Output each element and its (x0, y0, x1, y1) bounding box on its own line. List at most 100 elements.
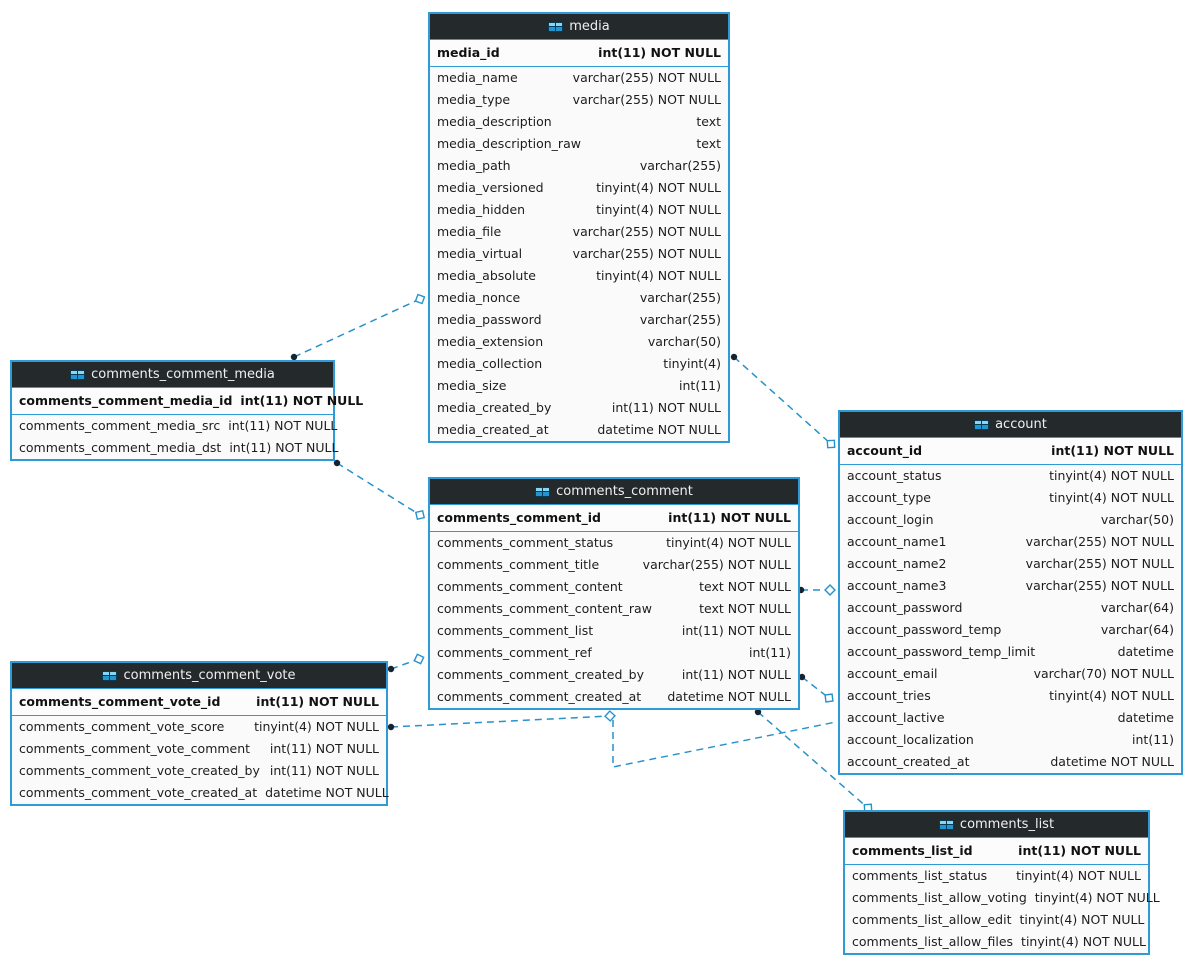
column-type: int(11) NOT NULL (681, 623, 791, 638)
column-type: varchar(255) NOT NULL (1025, 578, 1174, 593)
table-header[interactable]: account (840, 412, 1181, 438)
column-name: comments_comment_vote_created_by (19, 763, 260, 778)
one-end-diamond (414, 293, 426, 305)
column-name: comments_comment_created_by (437, 667, 644, 682)
many-end-dot (754, 708, 762, 716)
column-type: int(11) NOT NULL (1018, 843, 1141, 858)
column-type: datetime NOT NULL (597, 422, 721, 437)
relationship-line[interactable] (733, 356, 832, 445)
relationship-line[interactable] (390, 715, 611, 728)
column-type: varchar(255) (639, 158, 721, 173)
column-row[interactable]: media_extension varchar(50) (430, 331, 728, 353)
column-name: comments_comment_media_src (19, 418, 221, 433)
table-comments-comment-media[interactable]: comments_comment_media comments_comment_… (10, 360, 363, 461)
column-type: int(11) NOT NULL (256, 694, 379, 709)
column-type: int(11) NOT NULL (240, 393, 364, 408)
column-type: tinyint(4) NOT NULL (596, 180, 721, 195)
relationship-line[interactable] (757, 711, 869, 809)
table-header[interactable]: comments_comment_media (12, 362, 333, 388)
column-type: varchar(255) NOT NULL (572, 70, 721, 85)
table-comments-comment-vote[interactable]: comments_comment_vote comments_comment_v… (10, 661, 389, 806)
column-type: int(11) (749, 645, 791, 660)
relationship-line[interactable] (612, 720, 837, 768)
relationship-line[interactable] (336, 462, 421, 516)
column-type: text NOT NULL (699, 579, 791, 594)
relationship-line[interactable] (293, 298, 421, 358)
column-name: comments_comment_created_at (437, 689, 642, 704)
column-name: account_tries (847, 688, 931, 703)
table-header[interactable]: comments_list (845, 812, 1148, 838)
column-type: tinyint(4) NOT NULL (254, 719, 379, 734)
table-header[interactable]: comments_comment_vote (12, 663, 386, 689)
column-type: datetime NOT NULL (265, 785, 389, 800)
column-name: comments_list_allow_files (852, 934, 1014, 949)
column-type: tinyint(4) NOT NULL (1049, 468, 1174, 483)
column-name: media_collection (437, 356, 543, 371)
table-header[interactable]: media (430, 14, 728, 40)
column-type: varchar(50) (647, 334, 721, 349)
table-header[interactable]: comments_comment (430, 479, 798, 505)
column-name: media_extension (437, 334, 544, 349)
one-end-diamond (824, 693, 834, 703)
